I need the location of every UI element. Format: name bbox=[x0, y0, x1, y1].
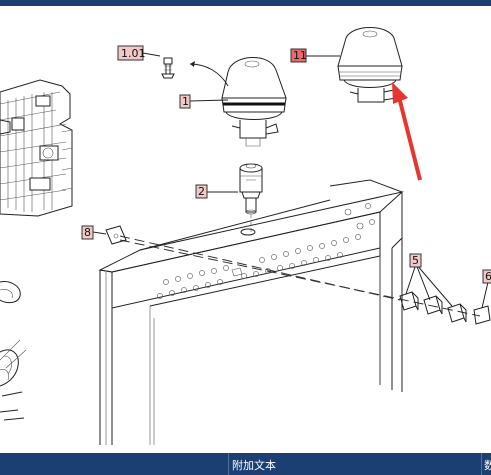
clip-8-drawing bbox=[105, 225, 127, 245]
callout-8[interactable]: 8 bbox=[81, 225, 94, 240]
column-header-cut[interactable]: 数 bbox=[484, 459, 491, 472]
bulb-101-drawing bbox=[161, 57, 175, 79]
callout-label: 5 bbox=[412, 254, 419, 267]
callout-label: 1 bbox=[182, 95, 189, 108]
beacon-1-drawing bbox=[189, 57, 287, 147]
callout-label: 1.01 bbox=[121, 47, 146, 60]
callout-1-01[interactable]: 1.01 bbox=[117, 45, 146, 61]
highlight-arrow bbox=[392, 82, 422, 181]
clamp-5-drawing bbox=[399, 291, 467, 323]
mount-2-drawing bbox=[239, 163, 263, 215]
column-header-extra-text[interactable]: 附加文本 bbox=[232, 459, 276, 472]
assembly-axis bbox=[119, 235, 401, 301]
part-6-drawing bbox=[473, 305, 491, 325]
column-separator bbox=[481, 453, 482, 475]
callout-2[interactable]: 2 bbox=[195, 184, 208, 199]
top-bar bbox=[0, 0, 491, 6]
callout-5[interactable]: 5 bbox=[409, 253, 422, 268]
beacon-11-drawing bbox=[337, 27, 403, 103]
control-box-drawing bbox=[0, 79, 73, 217]
exploded-parts-diagram: 1.01 1 11 2 8 5 6 bbox=[0, 27, 491, 445]
column-separator bbox=[228, 453, 229, 475]
callout-label: 6 bbox=[485, 270, 491, 283]
assembly-axis bbox=[119, 239, 481, 317]
diagram-canvas: 1.01 1 11 2 8 5 6 bbox=[0, 6, 491, 453]
leader-lines bbox=[92, 52, 489, 309]
callout-6[interactable]: 6 bbox=[482, 269, 491, 284]
footer-header-bar: 附加文本 数 bbox=[0, 453, 491, 475]
cable-fragments-drawing bbox=[0, 281, 27, 421]
callout-11[interactable]: 11 bbox=[290, 48, 307, 63]
callout-label: 2 bbox=[198, 185, 205, 198]
frame-drawing bbox=[98, 179, 404, 445]
callout-label: 11 bbox=[293, 49, 307, 62]
callout-1[interactable]: 1 bbox=[179, 94, 191, 109]
callout-label: 8 bbox=[84, 226, 91, 239]
